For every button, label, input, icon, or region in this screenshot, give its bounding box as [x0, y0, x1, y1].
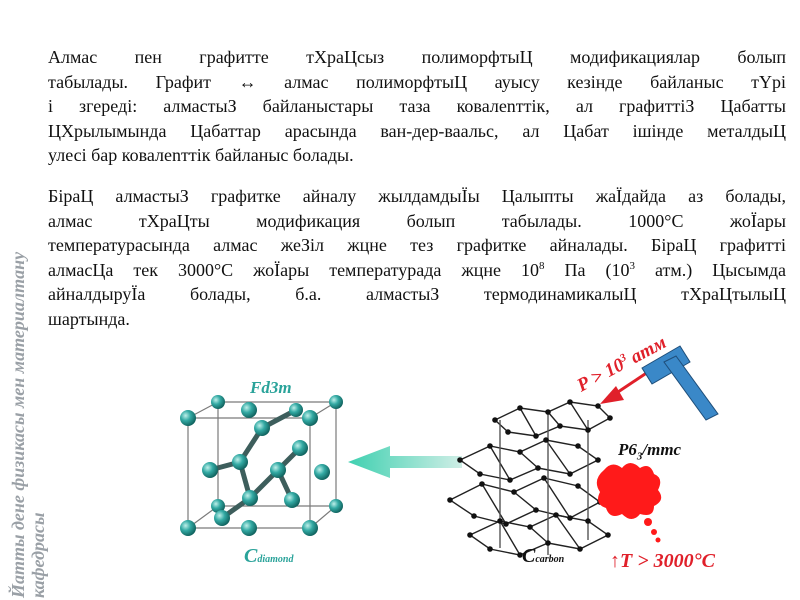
hammer-icon — [641, 345, 719, 421]
p2-line: алмасЦа тек 3000°С жоЇары температурада … — [48, 258, 786, 283]
p1-line: улесі бар ковалenттік байланыс болады. — [48, 145, 354, 165]
pressure-arrow — [600, 370, 649, 404]
paragraph-1: Алмас пен графитте тХраЦсыз полиморфтыЦ … — [48, 45, 786, 168]
p2-line: БіраЦ алмастыЗ графитке айналу жылдамдыЇ… — [48, 186, 786, 206]
transformation-arrow — [348, 446, 462, 478]
p63-a: P6 — [618, 440, 637, 459]
exponent: 3 — [629, 259, 636, 272]
p63-subscript: 3 — [636, 450, 643, 463]
p2-line: айналдыруЇа болады, б.а. алмастыЗ термод… — [48, 284, 786, 304]
p2-line: температурасында алмас жеЗіл жцне тез гр… — [48, 235, 786, 255]
space-group-fd3m-label: Fd3m — [250, 378, 292, 397]
c-diamond-label: Cdiamond — [244, 545, 293, 568]
vertical-title-line2: кафедрасы — [28, 512, 48, 598]
p2-line: алмас тХраЦты модификация болып табылады… — [48, 210, 786, 231]
graphite-layers — [448, 401, 612, 556]
c-carbon-label: Ccarbon — [522, 545, 564, 568]
paragraph-2: БіраЦ алмастыЗ графитке айналу жылдамдыЇ… — [48, 184, 786, 331]
diamond-atoms — [180, 395, 343, 536]
p1-line: Алмас пен графитте тХраЦсыз полиморфтыЦ … — [48, 47, 786, 67]
vertical-title-line1: Йатты дене физикасы мен материалтану — [6, 251, 28, 599]
p2-line4-c: атм.) Цысымда — [635, 259, 786, 280]
p2-line4-a: алмасЦа тек 3000°С жоЇары температурада … — [48, 259, 540, 280]
p1-line: і згереді: алмастыЗ байланыстары таза ко… — [48, 96, 786, 116]
diamond-subscript: diamond — [257, 554, 294, 565]
p1-line: ЦХрылымында Цабаттар арасында ван-дер-ва… — [48, 120, 786, 141]
p2-line4-b: Па (10 — [544, 259, 630, 280]
p2-line: шартында. — [48, 308, 130, 329]
temperature-label: ↑T > 3000°C — [610, 550, 715, 572]
c-letter: C — [522, 545, 536, 567]
vertical-department-title: Йатты дене физикасы мен материалтану каф… — [4, 0, 48, 600]
space-group-p63mmc-label: P63/mmc — [618, 440, 681, 462]
carbon-subscript: carbon — [535, 554, 565, 565]
c-letter: C — [244, 545, 258, 567]
exponent: 8 — [539, 259, 545, 272]
heat-burst-icon — [596, 463, 662, 543]
p63-b: /mmc — [642, 440, 682, 459]
p1-line: табылады. Графит ↔ алмас полиморфтыЦ ауы… — [48, 71, 786, 92]
